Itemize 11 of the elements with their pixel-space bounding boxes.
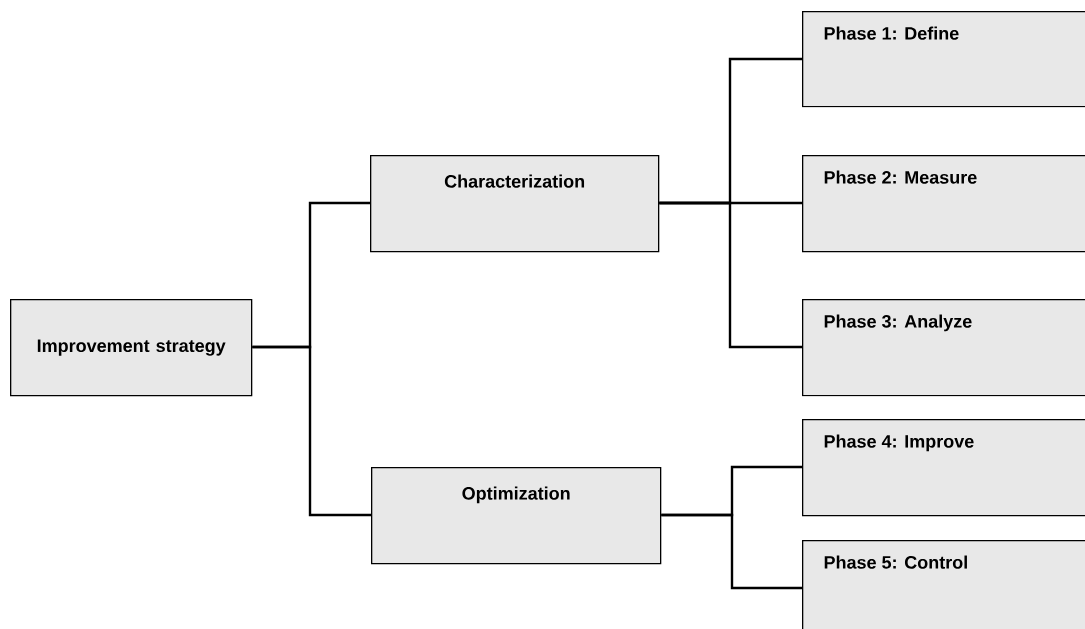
process-box: Phase 2: Measure (802, 155, 1085, 253)
process-box: Phase 1: Define (802, 11, 1085, 108)
connector-line (661, 513, 802, 590)
process-box: Characterization (370, 155, 660, 253)
process-box: Phase 4: Improve (802, 419, 1085, 517)
connector-line (659, 201, 802, 349)
process-box: Improvement strategy (10, 299, 253, 397)
connector-line (252, 345, 371, 517)
process-box: Phase 5: Control (802, 540, 1085, 629)
process-box: Phase 3: Analyze (802, 299, 1085, 397)
process-box: Optimization (371, 467, 662, 565)
